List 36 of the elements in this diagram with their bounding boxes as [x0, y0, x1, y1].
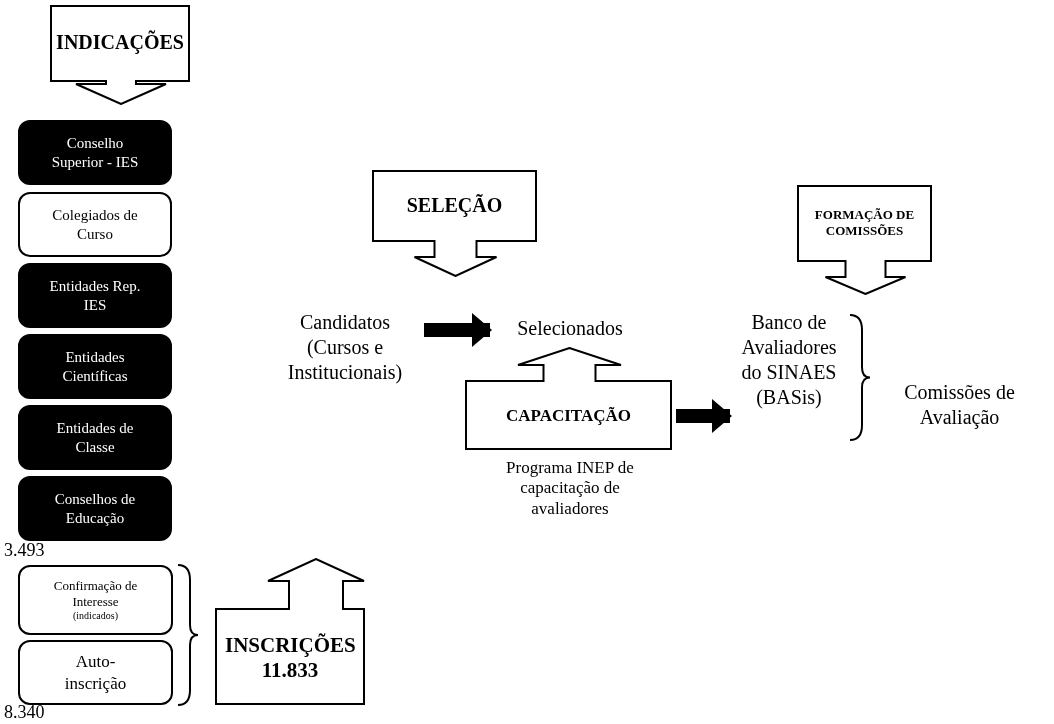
rounded-box: [18, 640, 173, 705]
count-label: 8.340: [4, 702, 45, 723]
rounded-box: [18, 565, 173, 635]
callout-heading: FORMAÇÃO DE COMISSÕES: [813, 206, 916, 239]
stage-label: Candidatos (Cursos e Institucionais): [286, 310, 404, 385]
rounded-box: [18, 192, 172, 257]
box-label: Conselhos de Educação: [53, 489, 137, 528]
down-callout-arrow: [797, 185, 932, 295]
down-callout-arrow: [372, 170, 537, 277]
box-note: (indicados): [72, 610, 119, 623]
box-label: Conselho Superior - IES: [50, 133, 140, 172]
callout-heading: CAPACITAÇÃO: [506, 406, 631, 426]
block-arrow: [676, 399, 732, 433]
box-label: Auto-inscrição: [63, 651, 128, 694]
up-callout-arrow: [215, 558, 365, 705]
callout-heading: INSCRIÇÕES 11.833: [225, 632, 355, 683]
box-label: Entidades de Classe: [55, 418, 135, 457]
rounded-box: [18, 334, 172, 399]
rounded-box: [18, 120, 172, 185]
box-label: Colegiados de Curso: [51, 205, 139, 244]
node-label: Programa INEP de capacitação de avaliadores: [505, 458, 635, 520]
block-arrow: [424, 313, 492, 347]
rounded-box: [18, 405, 172, 470]
up-callout-arrow: [465, 347, 672, 450]
callout-heading: INDICAÇÕES: [55, 31, 185, 54]
box-label: Entidades Científicas: [61, 347, 129, 386]
rounded-box: [18, 476, 172, 541]
stage-label: Comissões de Avaliação: [903, 380, 1016, 430]
rounded-box: [18, 263, 172, 328]
box-label: Confirmação de Interesse: [52, 577, 139, 610]
stage-label: Banco de Avaliadores do SINAES (BASis): [740, 310, 838, 410]
box-label: Entidades Rep. IES: [48, 276, 142, 315]
down-callout-arrow: [50, 5, 190, 105]
callout-heading: SELEÇÃO: [405, 193, 504, 217]
count-label: 3.493: [4, 540, 45, 561]
stage-label: Selecionados: [517, 315, 623, 341]
